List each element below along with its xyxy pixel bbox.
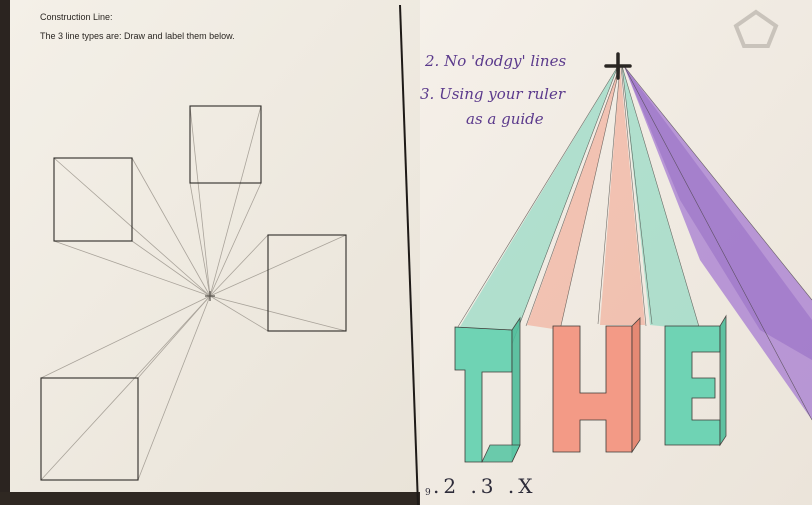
vanishing-point-right xyxy=(604,52,632,80)
footer-marks: .2 .3 .X xyxy=(433,474,537,498)
table-edge-left xyxy=(0,0,10,505)
note-item-2: 2. No 'dodgy' lines xyxy=(425,52,567,70)
drawn-boxes xyxy=(40,105,347,481)
pencil-rays xyxy=(455,65,812,421)
left-paper xyxy=(0,0,420,505)
page-number: 9 xyxy=(425,488,431,498)
letter-h xyxy=(552,317,641,454)
worksheet-instruction: The 3 line types are: Draw and label the… xyxy=(40,31,235,41)
table-edge-bottom xyxy=(0,492,420,505)
worksheet-heading: Construction Line: xyxy=(40,12,113,22)
note-item-3-line1: 3. Using your ruler xyxy=(420,85,566,103)
box-top-left xyxy=(53,157,133,242)
note-item-3-line2: as a guide xyxy=(466,110,544,128)
box-right xyxy=(267,234,347,332)
construction-lines xyxy=(40,105,347,481)
box-bottom-left xyxy=(40,377,139,481)
box-top-center xyxy=(189,105,262,184)
letter-t xyxy=(454,316,521,463)
pentagon-icon xyxy=(733,9,779,48)
page-divider xyxy=(399,4,419,505)
vanishing-point-left xyxy=(205,291,215,301)
letter-e xyxy=(664,314,727,447)
